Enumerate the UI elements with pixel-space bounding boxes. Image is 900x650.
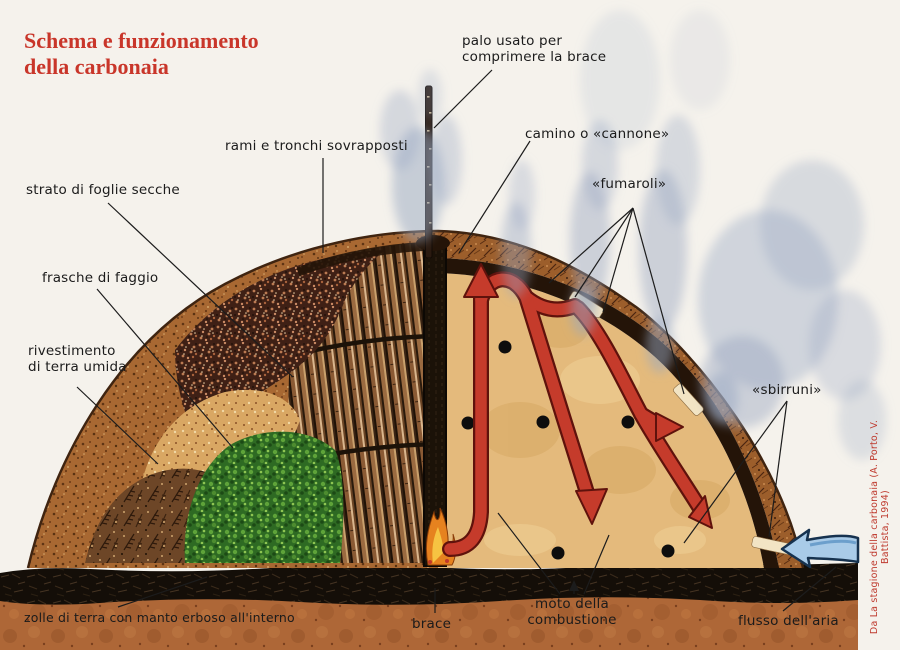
label-logs: rami e tronchi sovrapposti	[225, 138, 408, 154]
label-chimney: camino o «cannone»	[525, 126, 670, 142]
label-fumaroli: «fumaroli»	[592, 176, 667, 192]
label-beech-foliage: frasche di faggio	[42, 270, 159, 286]
vent-dots	[461, 340, 675, 560]
airflow-arrow	[780, 528, 860, 569]
label-pole: palo usato per comprimere la brace	[462, 33, 607, 66]
label-sbirruni: «sbirruni»	[752, 382, 822, 398]
page-title: Schema e funzionamento della carbonaia	[24, 28, 259, 80]
label-combustion-motion: moto della combustione	[527, 596, 617, 629]
beech-foliage-layer	[184, 431, 344, 563]
combustion-arrows	[442, 263, 713, 557]
source-credit: Da La stagione della carbonaia (A. Porto…	[869, 419, 891, 635]
ground	[0, 562, 858, 650]
label-embers: brace	[412, 616, 452, 632]
label-sods: zolle di terra con manto erboso all'inte…	[24, 610, 295, 625]
label-dry-leaves: strato di foglie secche	[26, 182, 180, 198]
leader-lines	[76, 69, 837, 613]
shell-outer-band	[438, 231, 803, 568]
smoke-plumes	[380, 10, 886, 460]
label-earth-coat: rivestimento di terra umida	[28, 343, 127, 376]
label-airflow: flusso dell'aria	[738, 613, 839, 629]
